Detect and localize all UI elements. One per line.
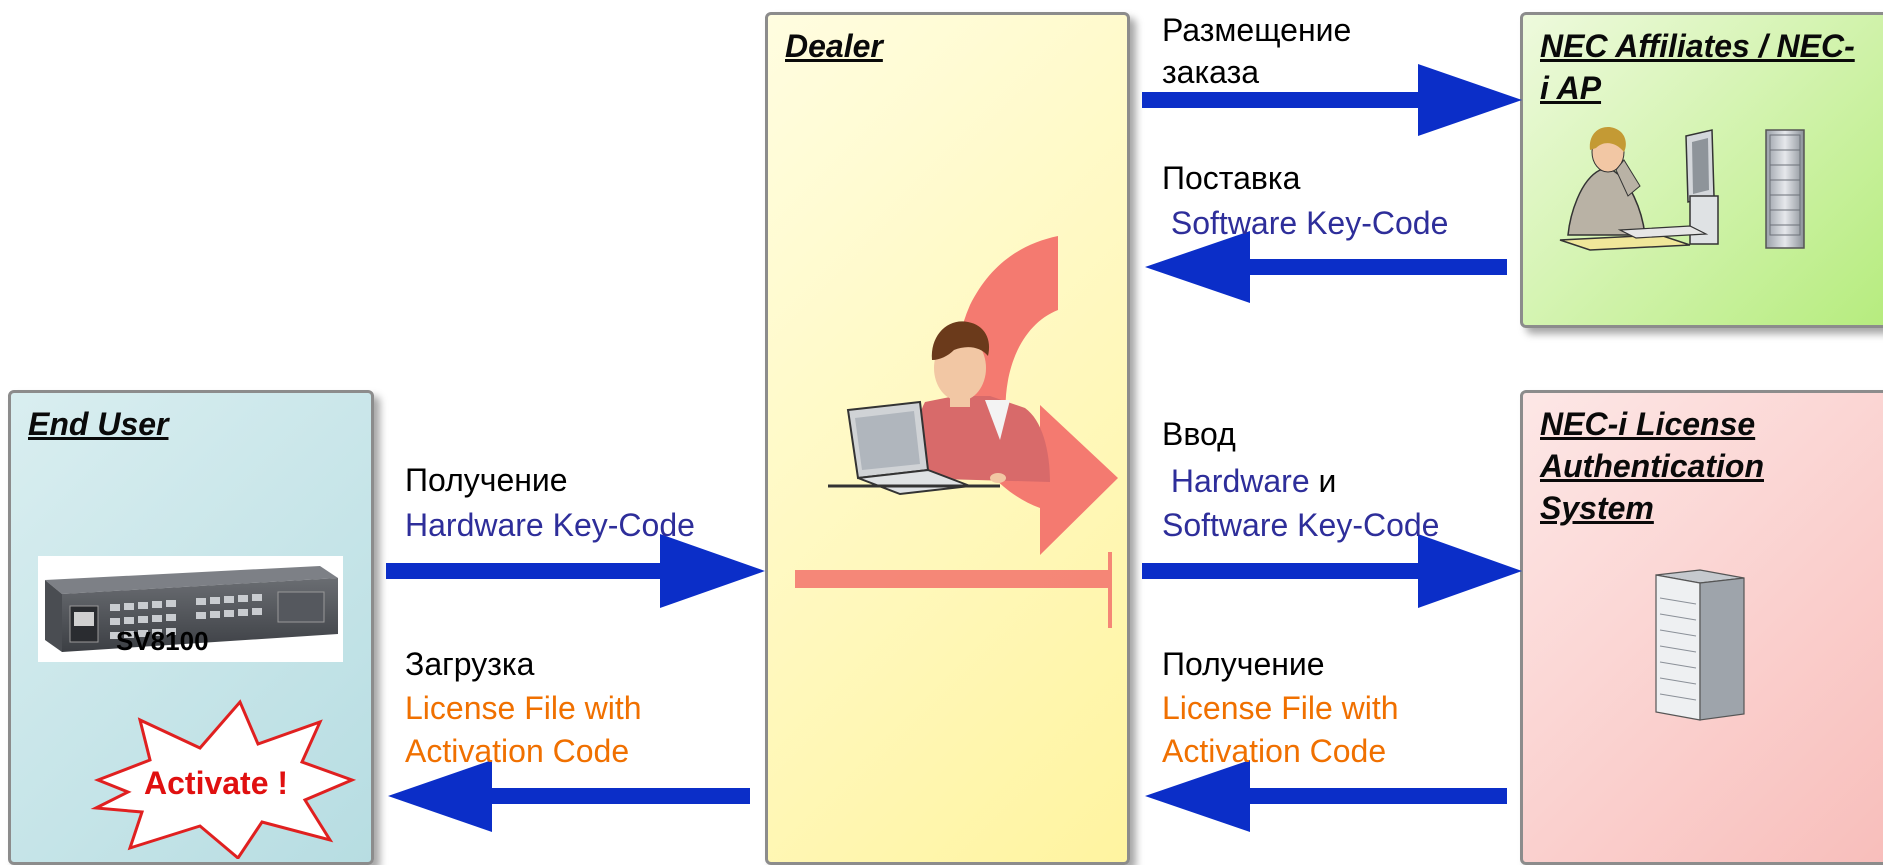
receive-hw-label-line1: Получение <box>405 462 568 498</box>
download-label-line3: Activation Code <box>405 733 630 769</box>
dealer-person-icon <box>828 321 1050 496</box>
arrow-receive-license <box>1145 760 1507 832</box>
license-server-icon <box>1655 569 1745 721</box>
receive-license-label-line2: License File with <box>1162 690 1399 726</box>
sv8100-device-icon <box>38 556 343 662</box>
receive-hw-label-line2: Hardware Key-Code <box>405 507 695 543</box>
arrow-order <box>1142 64 1522 136</box>
arrow-receive-hw <box>386 534 765 608</box>
license-system-title: NEC-i License Authentication System <box>1540 406 1764 526</box>
input-label-line3: Software Key-Code <box>1162 507 1440 543</box>
activate-starburst-icon <box>90 699 357 859</box>
order-label-line1: Размещение <box>1162 12 1352 48</box>
dealer-title: Dealer <box>785 28 883 64</box>
receive-license-label-line1: Получение <box>1162 646 1325 682</box>
end-user-title: End User <box>28 406 169 442</box>
nec-affiliates-title: NEC Affiliates / NEC-i AP <box>1540 28 1855 106</box>
order-label-line2: заказа <box>1162 54 1260 90</box>
activate-label: Activate ! <box>144 765 289 801</box>
download-label-line2: License File with <box>405 690 642 726</box>
arrow-download <box>388 760 750 832</box>
input-label-line1: Ввод <box>1162 416 1236 452</box>
download-label-line1: Загрузка <box>405 646 535 682</box>
arrow-input <box>1142 534 1522 608</box>
input-hardware-text: Hardware <box>1162 463 1310 499</box>
arrow-supply <box>1145 231 1507 303</box>
receive-license-label-line3: Activation Code <box>1162 733 1387 769</box>
input-label-line2: Hardware и <box>1162 459 1336 503</box>
supply-label-line1: Поставка <box>1162 160 1301 196</box>
input-and-text: и <box>1309 463 1337 499</box>
operator-at-computer-icon <box>1559 126 1805 251</box>
supply-label-line2: Software Key-Code <box>1162 205 1449 241</box>
device-label: SV8100 <box>116 626 209 656</box>
